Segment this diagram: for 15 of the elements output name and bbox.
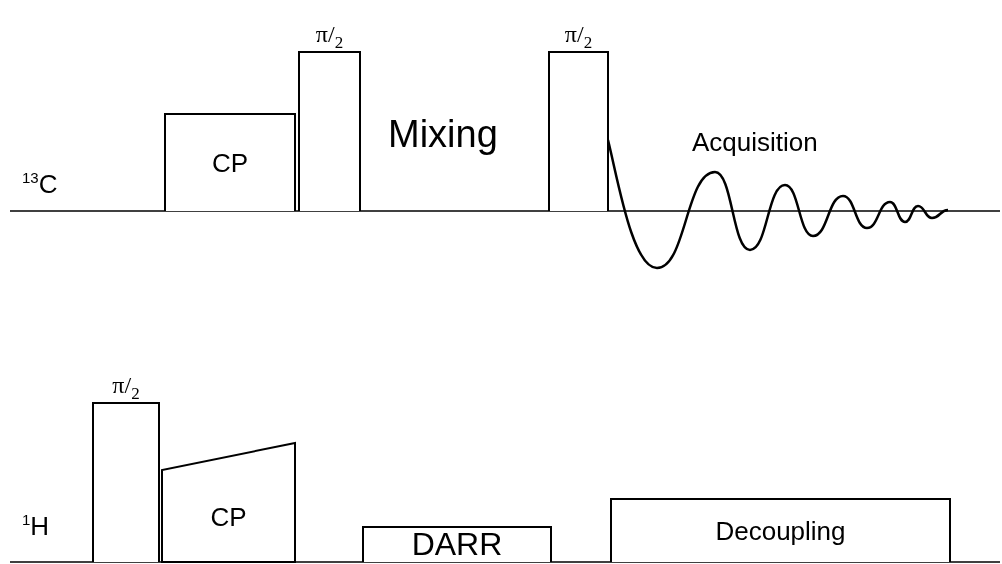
pulse-box — [362, 526, 552, 562]
channel-label: $^{13}$C — [22, 170, 58, 199]
pulse-box — [164, 113, 296, 211]
flip-angle-label: π/$_{2}$ — [563, 19, 594, 53]
ramp-pulse-shape — [161, 443, 296, 562]
pulse-label: CP — [210, 501, 247, 532]
period-label: Acquisition — [692, 128, 818, 157]
pulse-label: DARR — [411, 526, 503, 562]
pulse-label: Decoupling — [715, 516, 846, 546]
channel-label: $^{1}$H — [22, 512, 50, 541]
period-label: Mixing — [388, 114, 498, 156]
flip-angle-label: π/$_{2}$ — [111, 370, 141, 404]
pulse-label: CP — [211, 148, 249, 178]
pulse-box — [610, 498, 951, 562]
flip-angle-label: π/$_{2}$ — [314, 19, 345, 53]
